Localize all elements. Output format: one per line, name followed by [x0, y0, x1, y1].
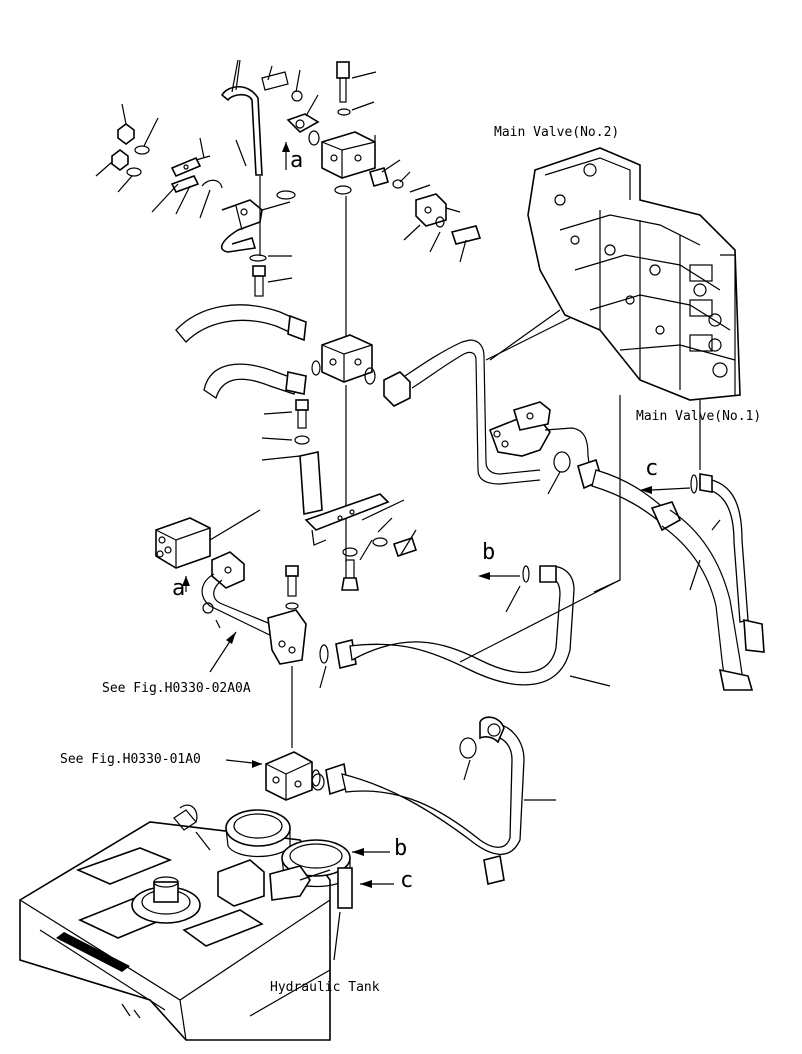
fitting-block-01a0 [265, 751, 313, 801]
hydraulic-tank-label: Hydraulic Tank [270, 980, 380, 995]
right-hoses [577, 458, 765, 691]
callout-c-right: c [645, 456, 659, 481]
main-valve-no1-label: Main Valve(No.1) [636, 409, 762, 424]
see-fig-01a0-label: See Fig.H0330-01A0 [60, 752, 201, 767]
main-valve-no2-label: Main Valve(No.2) [494, 125, 620, 140]
top-parts-cluster [95, 59, 482, 297]
left-valve-block [155, 509, 261, 592]
callout-a-left: a [172, 576, 186, 601]
callout-a-top: a [290, 148, 304, 173]
callout-b-tank: b [394, 836, 408, 861]
junction-block [321, 334, 373, 383]
lower-hose [311, 716, 556, 885]
see-fig-02a0a-label: See Fig.H0330-02A0A [102, 681, 251, 696]
hydraulic-tank [19, 804, 394, 1041]
mid-left-hoses [175, 304, 321, 400]
middle-long-hose [319, 565, 621, 689]
main-valve-assembly [527, 147, 741, 401]
callout-b-mid: b [482, 540, 496, 565]
callout-c-tank: c [400, 868, 414, 893]
mounting-bracket [304, 493, 390, 531]
